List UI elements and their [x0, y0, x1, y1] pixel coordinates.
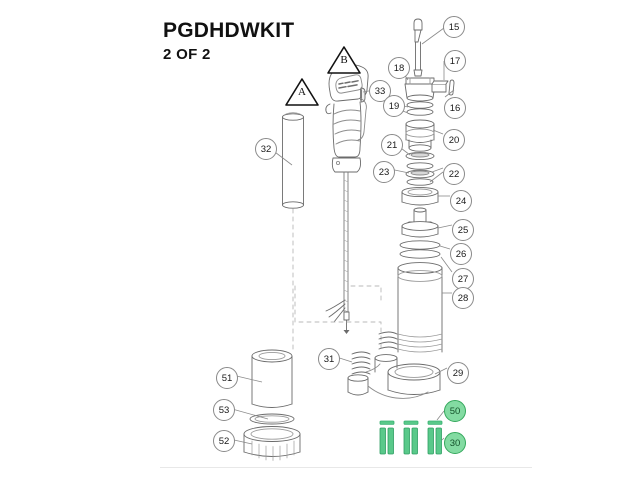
callout-21-label: 21	[386, 139, 398, 151]
callout-29-label: 29	[452, 367, 464, 379]
callout-21[interactable]: 21	[381, 134, 403, 156]
callout-19-label: 19	[388, 100, 400, 112]
callout-33[interactable]: 33	[369, 80, 391, 102]
title-block: PGDHDWKIT 2 OF 2	[163, 19, 295, 64]
spring-secondary	[378, 331, 398, 350]
callout-51[interactable]: 51	[216, 367, 238, 389]
callout-17[interactable]: 17	[444, 50, 466, 72]
callout-52[interactable]: 52	[213, 430, 235, 452]
callout-27[interactable]: 27	[452, 268, 474, 290]
part-32-tube	[282, 112, 304, 209]
callout-52-label: 52	[218, 435, 230, 447]
callout-33-label: 33	[374, 85, 386, 97]
callout-15[interactable]: 15	[443, 16, 465, 38]
section-marker-a: A	[285, 77, 319, 107]
callout-25[interactable]: 25	[452, 219, 474, 241]
part-52-nut	[243, 426, 301, 461]
part-26-27-orings	[399, 240, 441, 259]
callout-24-label: 24	[455, 195, 467, 207]
part-17-block	[431, 80, 449, 93]
part-33-handle	[325, 64, 369, 173]
callout-32[interactable]: 32	[255, 138, 277, 160]
part-53-gasket	[249, 413, 295, 425]
callout-18-label: 18	[393, 62, 405, 74]
callout-29[interactable]: 29	[447, 362, 469, 384]
callout-27-label: 27	[457, 273, 469, 285]
shaft-and-cable	[325, 171, 350, 334]
callout-15-label: 15	[448, 21, 460, 33]
callout-28-label: 28	[457, 292, 469, 304]
part-19-orings	[406, 101, 434, 116]
callout-31-label: 31	[323, 353, 335, 365]
part-51-cup	[251, 349, 293, 408]
callout-16[interactable]: 16	[444, 97, 466, 119]
part-18-cap	[404, 77, 436, 102]
callout-30-label: 30	[449, 437, 461, 449]
callout-26-label: 26	[455, 248, 467, 260]
callout-50-label: 50	[449, 405, 461, 417]
highlighted-fasteners	[379, 420, 443, 455]
callout-53[interactable]: 53	[213, 399, 235, 421]
callout-32-label: 32	[260, 143, 272, 155]
part-29-manifold	[347, 354, 441, 399]
callout-31[interactable]: 31	[318, 348, 340, 370]
callout-30-highlighted[interactable]: 30	[444, 432, 466, 454]
callout-22-label: 22	[448, 168, 460, 180]
page-subtitle: 2 OF 2	[163, 46, 211, 64]
callout-20[interactable]: 20	[443, 129, 465, 151]
callout-23-label: 23	[378, 166, 390, 178]
part-22-23-seals	[405, 162, 435, 186]
callout-28[interactable]: 28	[452, 287, 474, 309]
callout-18[interactable]: 18	[388, 57, 410, 79]
part-28-cylinder	[397, 262, 443, 353]
part-16-pin	[448, 79, 455, 96]
callout-50-highlighted[interactable]: 50	[444, 400, 466, 422]
callout-25-label: 25	[457, 224, 469, 236]
callout-26[interactable]: 26	[450, 243, 472, 265]
part-31-spring	[351, 351, 371, 375]
section-marker-a-label: A	[298, 86, 306, 98]
callout-17-label: 17	[449, 55, 461, 67]
callout-53-label: 53	[218, 404, 230, 416]
callout-22[interactable]: 22	[443, 163, 465, 185]
section-marker-b: B	[327, 45, 361, 75]
part-24-housing	[401, 186, 439, 206]
callout-16-label: 16	[449, 102, 461, 114]
part-15-pin	[413, 18, 423, 77]
page-title: PGDHDWKIT	[163, 19, 295, 42]
section-marker-b-label: B	[340, 54, 348, 66]
callout-20-label: 20	[448, 134, 460, 146]
callout-24[interactable]: 24	[450, 190, 472, 212]
part-20-collar	[405, 119, 435, 152]
part-25-piston	[401, 207, 439, 238]
callout-23[interactable]: 23	[373, 161, 395, 183]
part-21-washer	[405, 151, 435, 161]
callout-19[interactable]: 19	[383, 95, 405, 117]
footer-divider	[160, 467, 532, 468]
callout-51-label: 51	[221, 372, 233, 384]
